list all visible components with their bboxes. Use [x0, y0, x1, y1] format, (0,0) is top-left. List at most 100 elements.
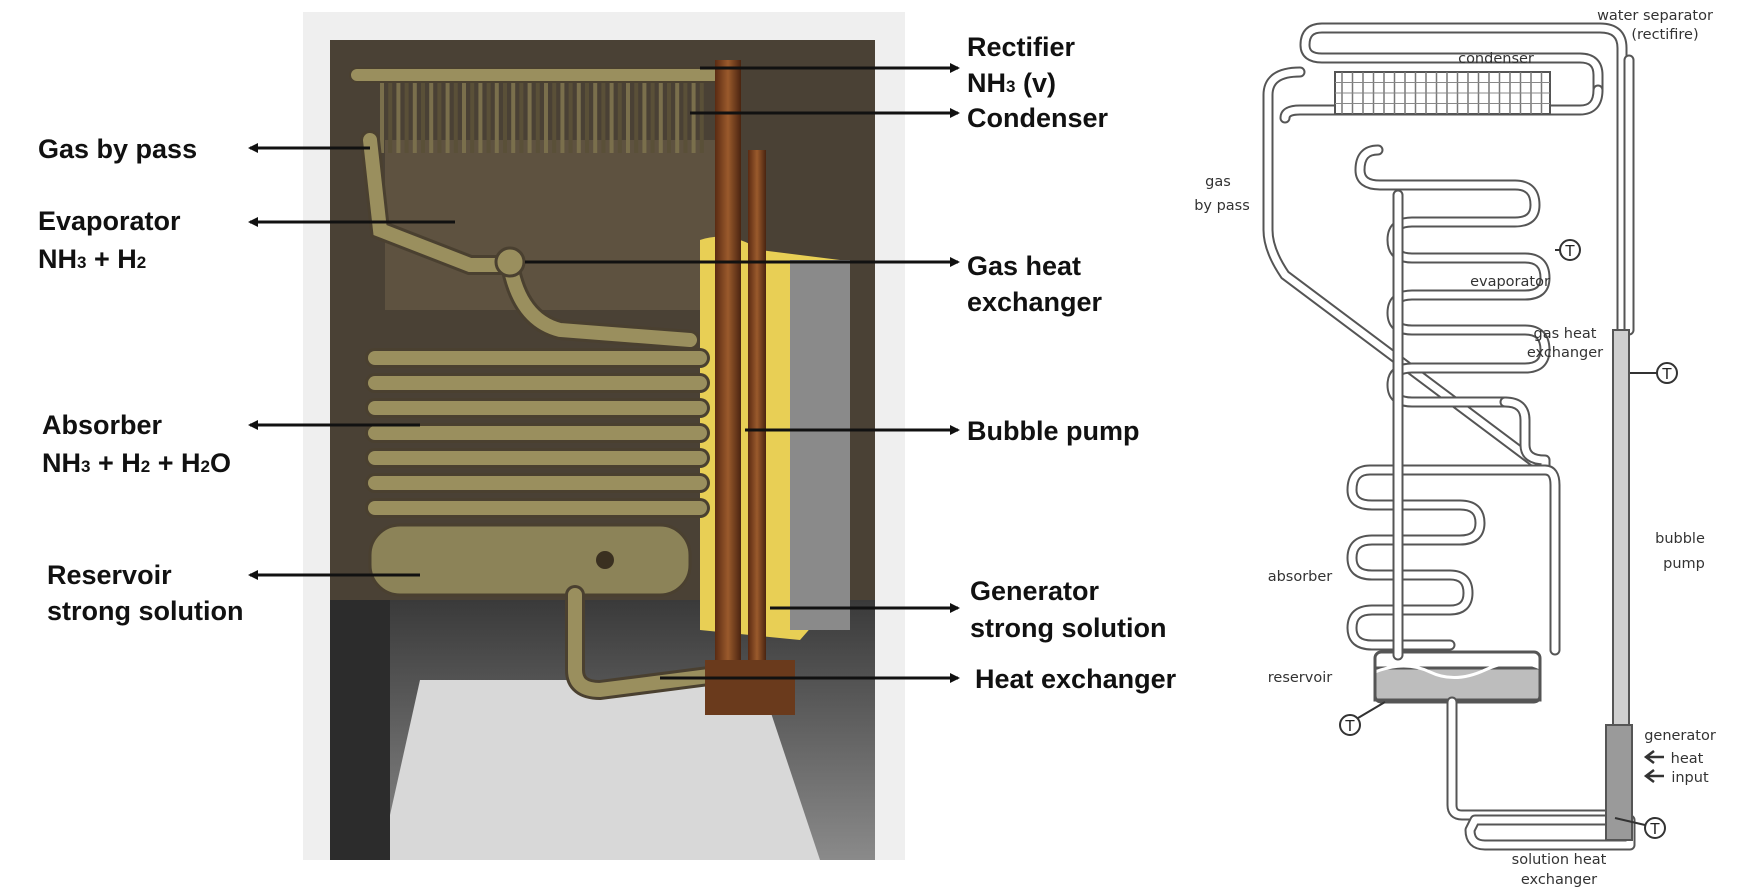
schematic-pipe: [1466, 816, 1634, 849]
label-evaporator-schematic: evaporator: [1470, 274, 1550, 290]
schematic-bubble-pump: [1612, 329, 1630, 781]
schematic-diagram: T T T T water separator (rectifire) con: [1194, 8, 1716, 888]
photo-condenser-fin: [429, 78, 434, 153]
svg-text:T: T: [1649, 820, 1660, 838]
photo-condenser-fin: [642, 78, 647, 153]
photo-condenser-fin: [527, 78, 532, 153]
photo-condenser-fin: [412, 78, 417, 153]
label-gas-heat-exchanger: exchanger: [967, 287, 1103, 317]
photo-condenser-fin: [560, 78, 565, 153]
photo-reservoir-tank: [368, 523, 692, 597]
heat-arrow-2: [1643, 769, 1664, 783]
schematic-pipe: [1264, 68, 1549, 474]
photo-condenser-fin: [470, 78, 475, 153]
photo-condenser-fin: [511, 78, 516, 153]
schematic-pipe-outline: [1262, 66, 1551, 476]
thermometer-reservoir: T: [1339, 701, 1386, 736]
schematic-pipe: [1448, 698, 1619, 819]
photo-condenser-fin: [675, 78, 680, 153]
label-by-pass: by pass: [1194, 198, 1250, 214]
photo-floor-light: [380, 680, 820, 860]
label-water-separator: water separator: [1597, 8, 1713, 24]
photo-condenser-fin: [650, 78, 655, 153]
photo-callout-arrows: [248, 63, 960, 683]
photo-heat-exchanger-pipe: [568, 588, 747, 698]
schematic-heat-input-arrows: [1643, 750, 1664, 783]
label-bubble: bubble: [1655, 531, 1705, 547]
schematic-pipe: [1348, 466, 1559, 654]
label-gas-heat: Gas heat: [967, 251, 1081, 281]
photo-condenser-fin: [626, 78, 630, 153]
photo-side-panel: [790, 260, 850, 630]
label-gas-heat-exchanger-schematic: exchanger: [1527, 345, 1603, 361]
label-gas: gas: [1205, 174, 1231, 190]
label-heat-exchanger: Heat exchanger: [975, 664, 1177, 694]
label-bubble-pump: Bubble pump: [967, 416, 1139, 446]
photo-left-shadow: [330, 600, 390, 860]
photo-condenser-fin: [486, 78, 491, 153]
schematic-pipe-outline: [1446, 696, 1621, 821]
label-absorber-formula: NH3 + H2 + H2O: [42, 448, 231, 478]
label-pump: pump: [1663, 556, 1705, 572]
label-reservoir: Reservoir: [47, 560, 172, 590]
thermometer-generator: T: [1614, 817, 1666, 839]
label-absorber: Absorber: [42, 410, 163, 440]
photo-bypass-tube: [363, 133, 517, 272]
photo-panel: [303, 12, 905, 860]
photo-condenser-fin: [380, 78, 384, 153]
thermometer-evaporator: T: [1555, 239, 1581, 261]
label-gas-heat-schematic: gas heat: [1534, 326, 1597, 342]
photo-generator-base: [705, 660, 795, 715]
photo-condenser-fin: [421, 78, 425, 153]
photo-condenser-fin: [544, 78, 548, 153]
photo-condenser-fin: [396, 78, 401, 153]
label-reservoir-schematic: reservoir: [1268, 670, 1332, 686]
svg-text:T: T: [1344, 717, 1355, 735]
photo-condenser-fin: [388, 78, 393, 153]
photo-condenser-fin: [462, 78, 466, 153]
label-solution-heat-exchanger: exchanger: [1521, 872, 1597, 888]
label-absorber-schematic: absorber: [1268, 569, 1333, 585]
photo-reservoir-bolt: [596, 551, 614, 569]
photo-condenser-fin: [593, 78, 598, 153]
schematic-pipe: [1356, 146, 1549, 406]
photo-back-panel: [385, 140, 715, 310]
photo-condenser-fin: [609, 78, 614, 153]
label-generator-strong-solution: strong solution: [970, 613, 1166, 643]
label-generator: Generator: [970, 576, 1100, 606]
photo-condenser-fin: [585, 78, 589, 153]
label-reservoir-strong-solution: strong solution: [47, 596, 243, 626]
photo-condenser-fin: [601, 78, 606, 153]
label-nh3-vapor: NH3 (v): [967, 68, 1056, 98]
schematic-reservoir-surface: [1374, 661, 1541, 679]
schematic-condenser: [1334, 71, 1551, 115]
label-rectifire: (rectifire): [1631, 27, 1698, 43]
photo-generator-tube: [748, 150, 766, 700]
photo-condenser-fin: [519, 78, 524, 153]
photo-condenser-fin: [453, 78, 458, 153]
photo-condenser-top-tube: [349, 67, 741, 83]
schematic-pipes: [1262, 22, 1636, 851]
label-condenser: Condenser: [967, 103, 1109, 133]
schematic-generator: [1605, 724, 1633, 841]
photo-bubble-pump-tube: [715, 60, 741, 700]
photo-condenser-fin: [576, 78, 581, 153]
photo-condenser-fin: [658, 78, 663, 153]
photo-absorber-coils: [365, 348, 710, 518]
photo-condenser-fin: [667, 78, 671, 153]
schematic-labels: water separator (rectifire) condenser ga…: [1194, 8, 1716, 888]
schematic-pipe: [1501, 398, 1549, 474]
label-rectifier: Rectifier: [967, 32, 1076, 62]
photo-condenser-fin: [683, 78, 688, 153]
photo-gas-heat-exchanger-joint: [494, 246, 526, 278]
photo-condenser-fin: [445, 78, 450, 153]
schematic-pipe-outline: [1346, 464, 1561, 656]
label-generator-schematic: generator: [1644, 728, 1716, 744]
label-evaporator: Evaporator: [38, 206, 181, 236]
label-heat: heat: [1671, 751, 1704, 767]
photo-condenser-fin: [617, 78, 622, 153]
photo-condenser-fin: [478, 78, 483, 153]
photo-condenser-fin: [494, 78, 499, 153]
photo-condenser-fin: [404, 78, 409, 153]
schematic-reservoir: [1373, 666, 1542, 702]
